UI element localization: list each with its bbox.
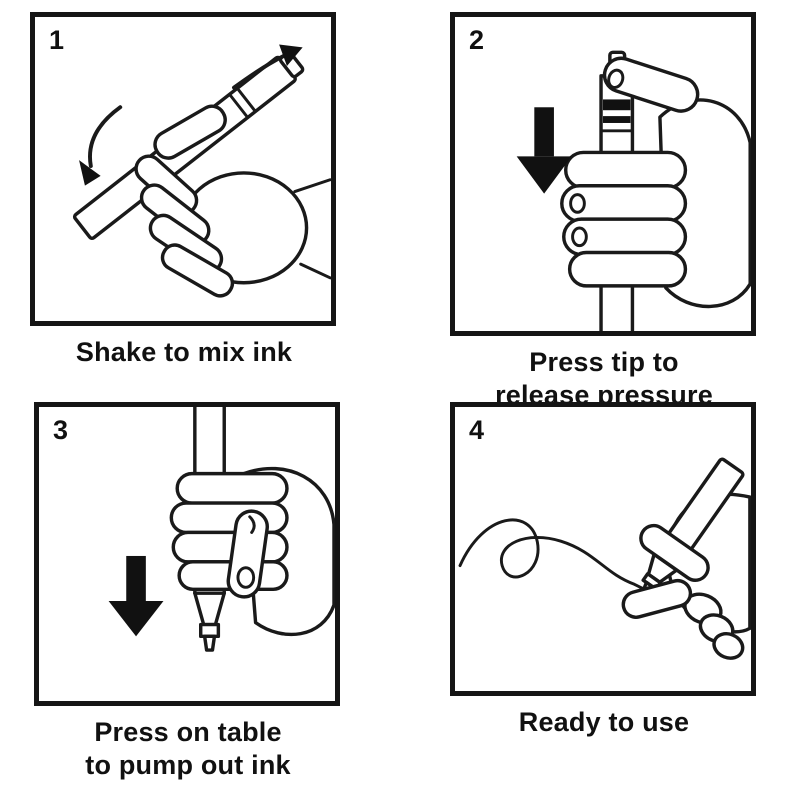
step-4-caption: Ready to use — [518, 707, 690, 737]
step-1-panel: 1 — [30, 12, 336, 326]
step-3-caption: Press on table to pump out ink — [85, 717, 291, 780]
hand-illustration — [169, 466, 335, 637]
step-2-panel: 2 — [450, 12, 756, 336]
shake-pen-illustration — [72, 44, 331, 298]
hand-illustration — [560, 56, 751, 309]
grip-fingers-illustration — [621, 523, 710, 619]
ready-to-use-illustration — [458, 457, 751, 660]
down-arrow-icon — [108, 555, 164, 637]
step-4-cell: 4 Ready to use — [450, 402, 758, 739]
step-4-panel: 4 — [450, 402, 756, 696]
step-number: 4 — [469, 415, 485, 445]
press-on-table-illustration — [108, 407, 335, 652]
step-1-caption: Shake to mix ink — [75, 337, 293, 367]
step-3-cell: 3 Press on table to pump out ink — [34, 402, 342, 782]
step-number: 3 — [53, 415, 69, 445]
hand-illustration — [134, 104, 331, 298]
step-1-cell: 1 Shake to mix ink — [30, 12, 338, 369]
step-3-panel: 3 — [34, 402, 340, 706]
step-2-cell: 2 Press tip to release pressure — [450, 12, 758, 412]
shake-arrows-icon — [79, 44, 303, 186]
step-number: 1 — [49, 25, 65, 55]
step-number: 2 — [469, 25, 485, 55]
press-tip-illustration — [516, 50, 751, 331]
squiggle-line — [458, 518, 644, 590]
down-arrow-icon — [516, 107, 572, 194]
